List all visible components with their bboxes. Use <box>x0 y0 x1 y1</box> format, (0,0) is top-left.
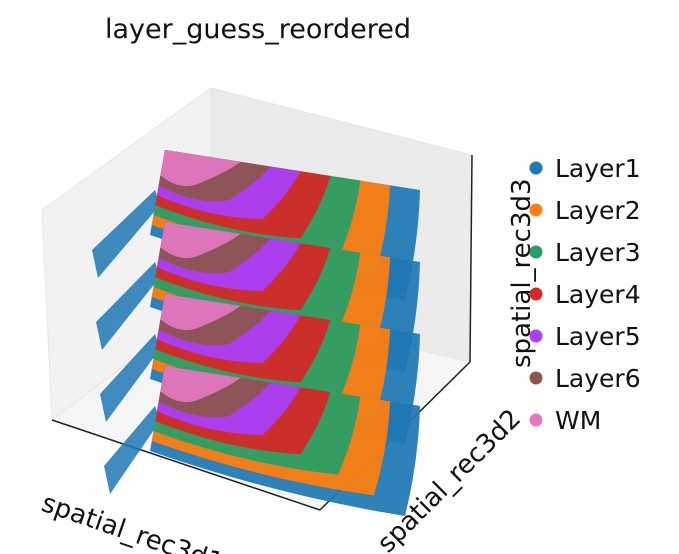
legend-label-layer4: Layer4 <box>555 280 641 309</box>
legend-label-wm: WM <box>555 406 601 435</box>
slice-3-layer1-edge <box>100 334 160 422</box>
x-axis-line <box>51 419 321 511</box>
legend-marker-wm <box>529 413 543 427</box>
scatter-slices <box>92 150 420 516</box>
tissue-slice-2 <box>96 222 420 372</box>
slice-4-layer1-edge <box>104 406 160 494</box>
slice-2-wm-region <box>160 222 241 259</box>
z-axis-line <box>469 154 473 363</box>
legend-marker-layer1 <box>529 161 543 175</box>
slice-1-wm-region <box>160 150 241 187</box>
legend-marker-layer2 <box>529 203 543 217</box>
legend-marker-layer4 <box>529 287 543 301</box>
legend-label-layer1: Layer1 <box>555 154 641 183</box>
legend-label-layer2: Layer2 <box>555 196 641 225</box>
slice-4-wm-region <box>160 366 241 403</box>
tissue-slice-1 <box>92 150 420 300</box>
legend-marker-layer3 <box>529 245 543 259</box>
slice-2-layer1-edge <box>96 262 160 350</box>
legend-marker-layer5 <box>529 329 543 343</box>
chart-title: layer_guess_reordered <box>105 14 411 45</box>
legend-marker-layer6 <box>529 371 543 385</box>
legend-label-layer3: Layer3 <box>555 238 641 267</box>
slice-1-layer1-edge <box>92 190 160 278</box>
tissue-slice-3 <box>100 294 420 444</box>
x-axis-label: spatial_rec3d1 <box>38 488 227 554</box>
legend-label-layer6: Layer6 <box>555 364 641 393</box>
slice-3-wm-region <box>160 294 241 331</box>
legend-label-layer5: Layer5 <box>555 322 641 351</box>
tissue-slice-4 <box>104 366 420 516</box>
